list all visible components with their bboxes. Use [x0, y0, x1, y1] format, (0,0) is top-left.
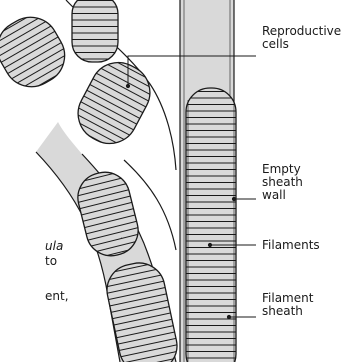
reproductive-cell	[72, 0, 118, 62]
label-filament-sheath: Filament sheath	[262, 292, 313, 318]
label-filaments: Filaments	[262, 239, 320, 252]
label-reproductive-cells: Reproductive cells	[262, 25, 341, 51]
caption-fragment-line2: to	[45, 255, 57, 268]
caption-fragment-line3: ent,	[45, 290, 69, 303]
filament-column	[186, 88, 236, 362]
label-empty-sheath-wall: Empty sheath wall	[262, 163, 303, 202]
caption-fragment-italic: ula	[45, 240, 63, 253]
reproductive-cell	[0, 7, 75, 97]
filament-cell	[102, 258, 182, 362]
reproductive-cell	[68, 53, 159, 154]
